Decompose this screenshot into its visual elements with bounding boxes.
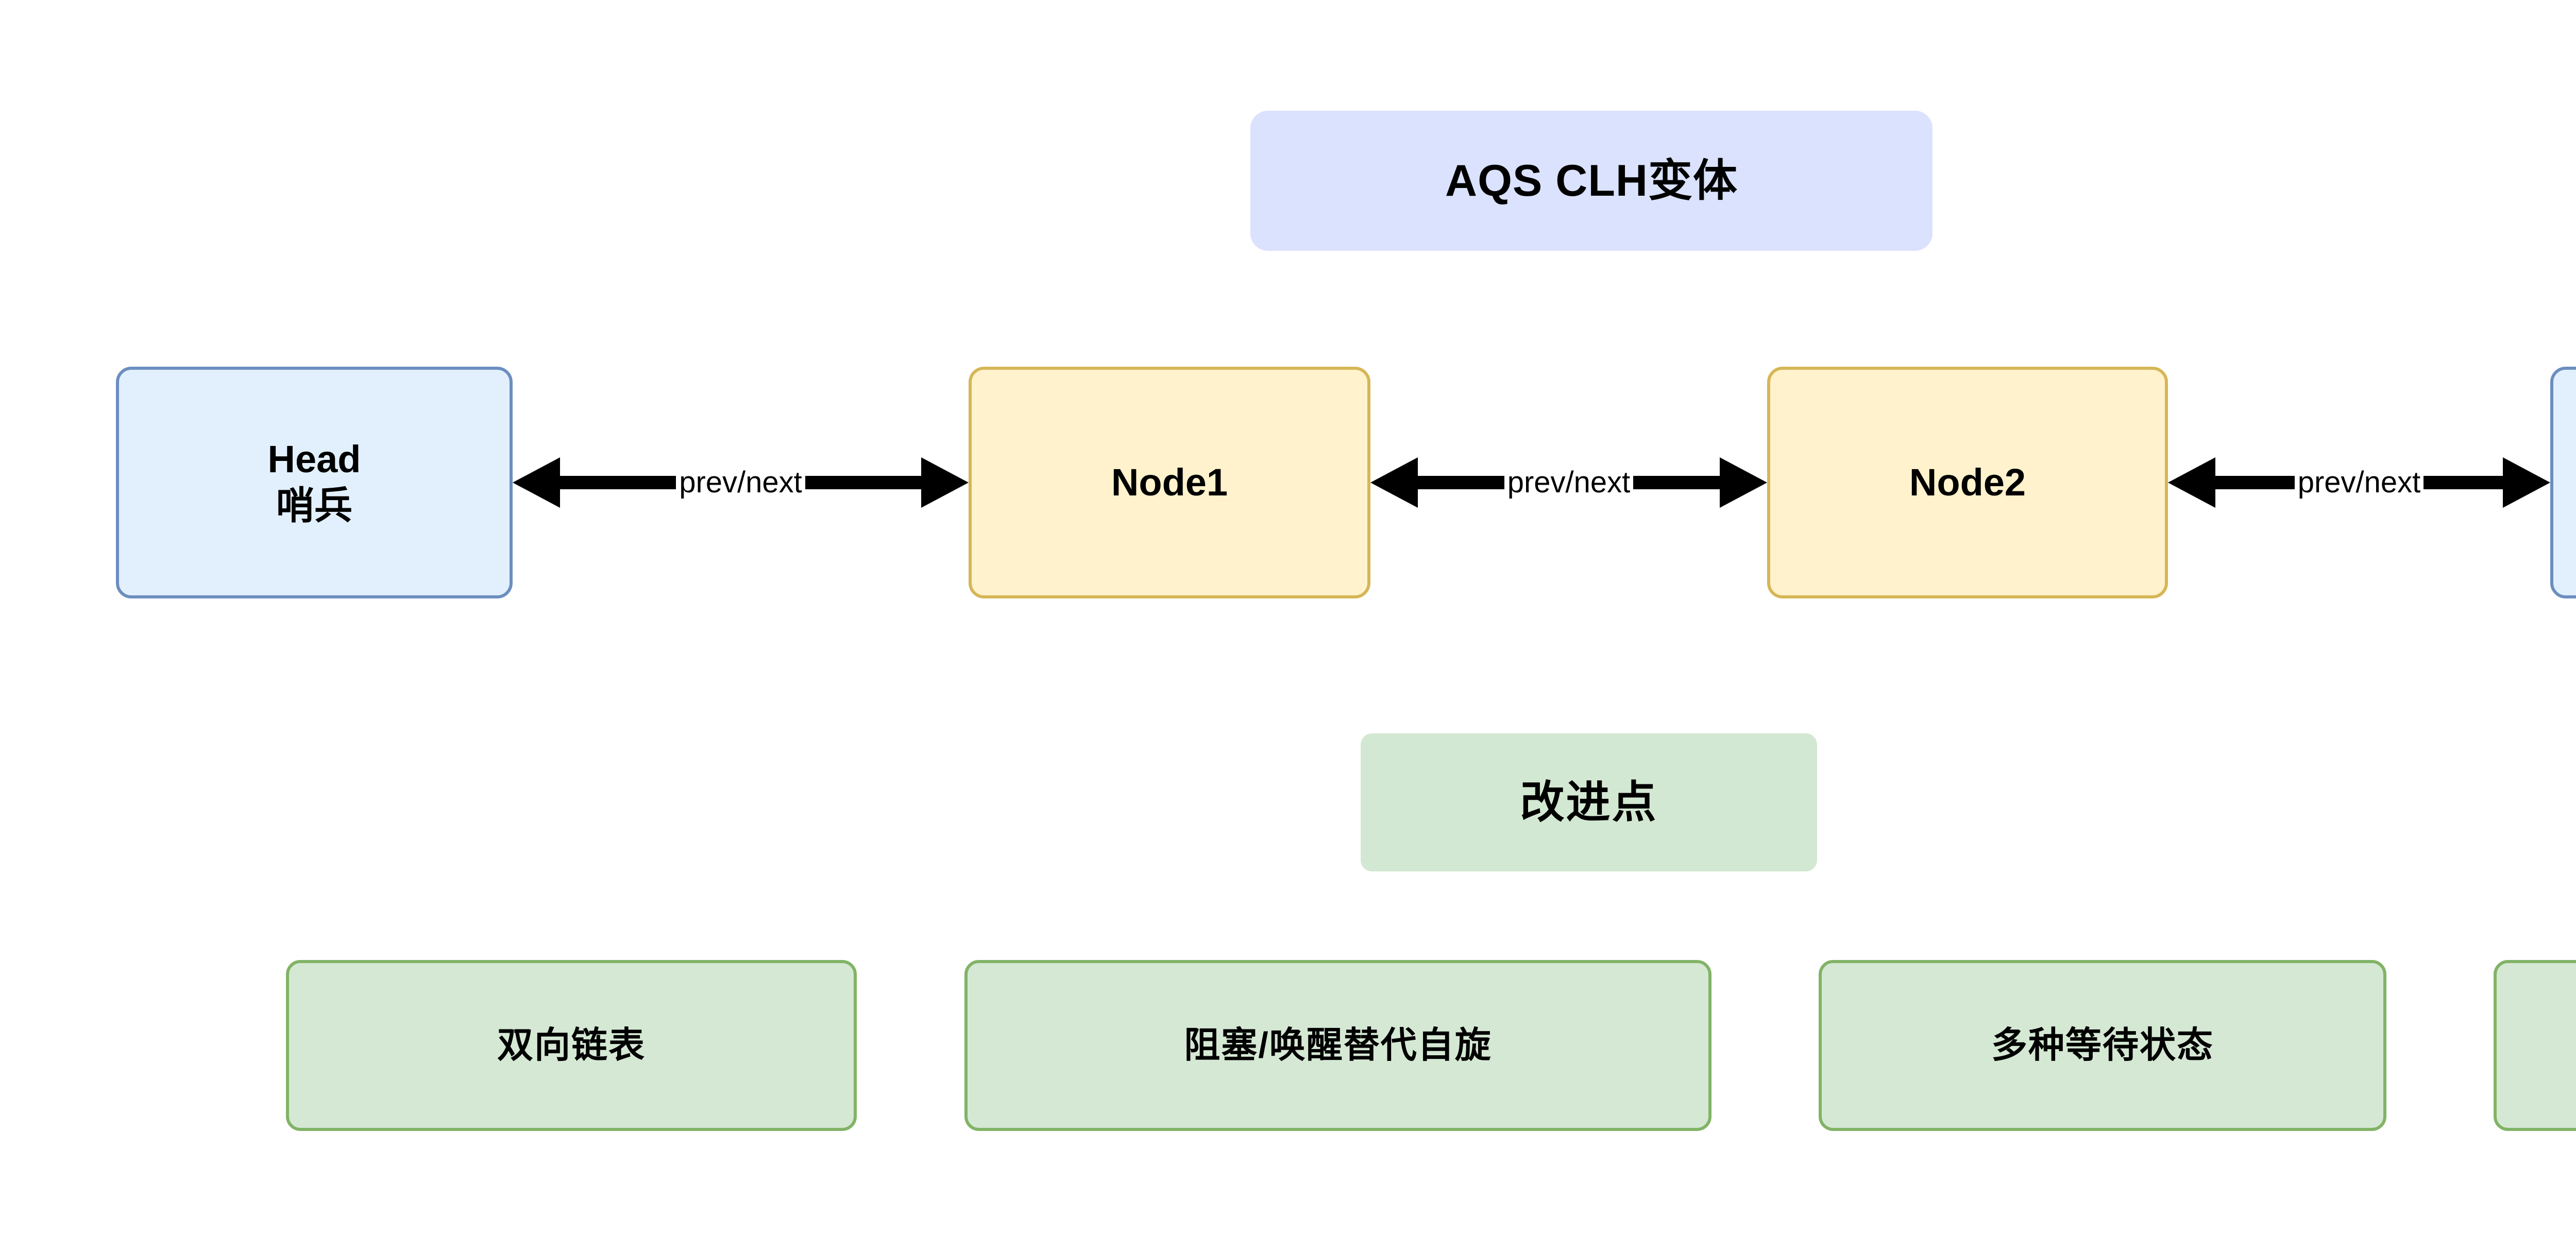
- node-node1[interactable]: Node1: [969, 367, 1370, 598]
- improvement-label: 多种等待状态: [1991, 1025, 2214, 1066]
- improvement-item-cancel-support[interactable]: 支持取消: [2494, 960, 2576, 1131]
- improvement-label: 双向链表: [497, 1025, 646, 1066]
- node-head-label-line1: Head: [267, 437, 361, 481]
- node-node2-label: Node2: [1909, 460, 2026, 504]
- improvement-item-wait-states[interactable]: 多种等待状态: [1819, 960, 2386, 1131]
- improvement-item-doubly-linked-list[interactable]: 双向链表: [286, 960, 857, 1131]
- diagram-title-text: AQS CLH变体: [1445, 156, 1738, 205]
- node-head-label-line2: 哨兵: [276, 484, 352, 527]
- edge-label-prev-next: prev/next: [1504, 468, 1634, 498]
- improvement-item-block-wake[interactable]: 阻塞/唤醒替代自旋: [964, 960, 1711, 1131]
- edge-node2-tail: prev/next: [2168, 454, 2550, 511]
- node-node1-label: Node1: [1111, 460, 1228, 504]
- section-title-improvements: 改进点: [1361, 733, 1817, 871]
- edge-head-node1: prev/next: [513, 454, 969, 511]
- node-node2[interactable]: Node2: [1767, 367, 2168, 598]
- diagram-title: AQS CLH变体: [1250, 111, 1933, 251]
- node-tail[interactable]: Tail: [2550, 367, 2576, 598]
- section-title-text: 改进点: [1520, 777, 1658, 827]
- edge-node1-node2: prev/next: [1370, 454, 1767, 511]
- edge-label-prev-next: prev/next: [2294, 468, 2424, 498]
- improvement-label: 阻塞/唤醒替代自旋: [1184, 1025, 1492, 1066]
- edge-label-prev-next: prev/next: [676, 468, 805, 498]
- node-head[interactable]: Head 哨兵: [116, 367, 513, 598]
